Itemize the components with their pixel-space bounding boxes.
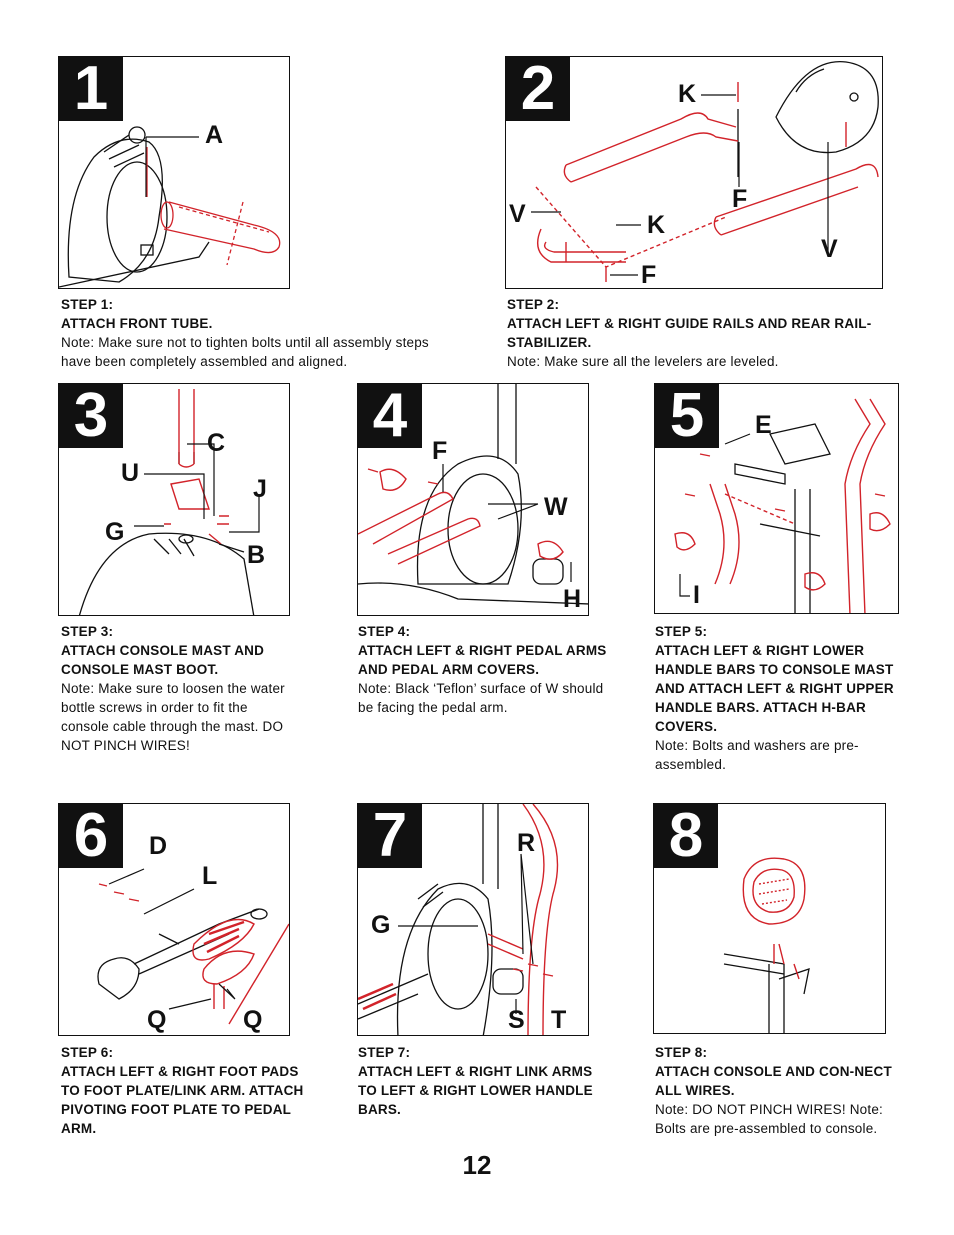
- link-arms-illustration: [358, 804, 559, 1035]
- step-5-caption: STEP 5: ATTACH LEFT & RIGHT LOWER HANDLE…: [655, 622, 905, 774]
- part-label-i: I: [693, 581, 700, 609]
- step-3-diagram: 3 C U J G B: [58, 383, 290, 616]
- step-heading: STEP 7:: [358, 1045, 411, 1060]
- step-heading: STEP 1:: [61, 297, 114, 312]
- part-label-f: F: [641, 261, 657, 289]
- step-title: ATTACH LEFT & RIGHT FOOT PADS TO FOOT PL…: [61, 1064, 304, 1136]
- step-number-badge: 1: [59, 57, 123, 121]
- step-3-caption: STEP 3: ATTACH CONSOLE MAST AND CONSOLE …: [61, 622, 293, 755]
- step-note: Note: Bolts and washers are pre-assemble…: [655, 738, 859, 772]
- step-8-caption: STEP 8: ATTACH CONSOLE AND CON-NECT ALL …: [655, 1043, 895, 1138]
- step-number-badge: 8: [654, 804, 718, 868]
- step-heading: STEP 8:: [655, 1045, 708, 1060]
- part-label-f: F: [732, 185, 748, 213]
- part-label-s: S: [508, 1006, 525, 1034]
- step-2-caption: STEP 2: ATTACH LEFT & RIGHT GUIDE RAILS …: [507, 295, 907, 371]
- step-1-caption: STEP 1: ATTACH FRONT TUBE. Note: Make su…: [61, 295, 446, 371]
- step-8-diagram: 8: [653, 803, 886, 1034]
- part-label-h: H: [563, 585, 582, 613]
- step-note: Note: Black ‘Teflon’ surface of W should…: [358, 681, 604, 715]
- step-heading: STEP 3:: [61, 624, 114, 639]
- step-number-badge: 4: [358, 384, 422, 448]
- part-label-d: D: [149, 832, 168, 860]
- step-title: ATTACH LEFT & RIGHT PEDAL ARMS AND PEDAL…: [358, 643, 607, 677]
- step-number-badge: 6: [59, 804, 123, 868]
- step-2-diagram: 2 K F V K V F: [505, 56, 883, 289]
- step-note: Note: Make sure not to tighten bolts unt…: [61, 335, 429, 369]
- step-heading: STEP 5:: [655, 624, 708, 639]
- step-note: Note: Make sure to loosen the water bott…: [61, 681, 285, 753]
- step-title: ATTACH LEFT & RIGHT GUIDE RAILS AND REAR…: [507, 316, 872, 350]
- step-heading: STEP 6:: [61, 1045, 114, 1060]
- step-6-caption: STEP 6: ATTACH LEFT & RIGHT FOOT PADS TO…: [61, 1043, 321, 1138]
- step-note: Note: Make sure all the levelers are lev…: [507, 354, 779, 369]
- step-title: ATTACH CONSOLE MAST AND CONSOLE MAST BOO…: [61, 643, 265, 677]
- part-label-f: F: [432, 437, 448, 465]
- part-label-r: R: [517, 829, 536, 857]
- step-7-caption: STEP 7: ATTACH LEFT & RIGHT LINK ARMS TO…: [358, 1043, 608, 1119]
- part-label-k: K: [647, 211, 666, 239]
- part-label-w: W: [544, 493, 568, 521]
- step-1-diagram: 1 A: [58, 56, 290, 289]
- foot-pads-illustration: [97, 868, 289, 1025]
- part-label-u: U: [121, 459, 140, 487]
- part-label-v: V: [509, 200, 526, 228]
- step-title: ATTACH CONSOLE AND CON-NECT ALL WIRES.: [655, 1064, 892, 1098]
- part-label-e: E: [755, 411, 772, 439]
- console-illustration: [723, 857, 810, 1033]
- handle-bars-illustration: [674, 398, 891, 613]
- step-heading: STEP 2:: [507, 297, 560, 312]
- part-label-g: G: [371, 911, 391, 939]
- part-label-k: K: [678, 80, 697, 108]
- console-mast-illustration: [78, 389, 260, 615]
- step-number-badge: 5: [655, 384, 719, 448]
- guide-rails-illustration: [531, 60, 879, 282]
- part-label-q: Q: [243, 1006, 263, 1034]
- step-4-diagram: 4 F W H: [357, 383, 589, 616]
- step-5-diagram: 5 E I: [654, 383, 899, 614]
- step-4-caption: STEP 4: ATTACH LEFT & RIGHT PEDAL ARMS A…: [358, 622, 608, 717]
- step-heading: STEP 4:: [358, 624, 411, 639]
- step-number-badge: 3: [59, 384, 123, 448]
- part-label-q: Q: [147, 1006, 167, 1034]
- step-number-badge: 2: [506, 57, 570, 121]
- part-label-g: G: [105, 518, 125, 546]
- pedal-arms-illustration: [358, 384, 588, 605]
- part-label-c: C: [207, 429, 226, 457]
- part-label-j: J: [253, 475, 267, 503]
- step-6-diagram: 6 D L Q Q: [58, 803, 290, 1036]
- part-label-t: T: [551, 1006, 567, 1034]
- step-note: Note: DO NOT PINCH WIRES! Note: Bolts ar…: [655, 1102, 883, 1136]
- step-7-diagram: 7 R G S T: [357, 803, 589, 1036]
- page-number: 12: [462, 1150, 492, 1180]
- step-title: ATTACH FRONT TUBE.: [61, 316, 213, 331]
- front-tube-illustration: [59, 126, 281, 288]
- part-label-a: A: [205, 121, 224, 149]
- part-label-v: V: [821, 235, 838, 263]
- step-title: ATTACH LEFT & RIGHT LOWER HANDLE BARS TO…: [655, 643, 894, 734]
- step-number-badge: 7: [358, 804, 422, 868]
- part-label-b: B: [247, 541, 266, 569]
- step-title: ATTACH LEFT & RIGHT LINK ARMS TO LEFT & …: [358, 1064, 593, 1117]
- part-label-l: L: [202, 862, 218, 890]
